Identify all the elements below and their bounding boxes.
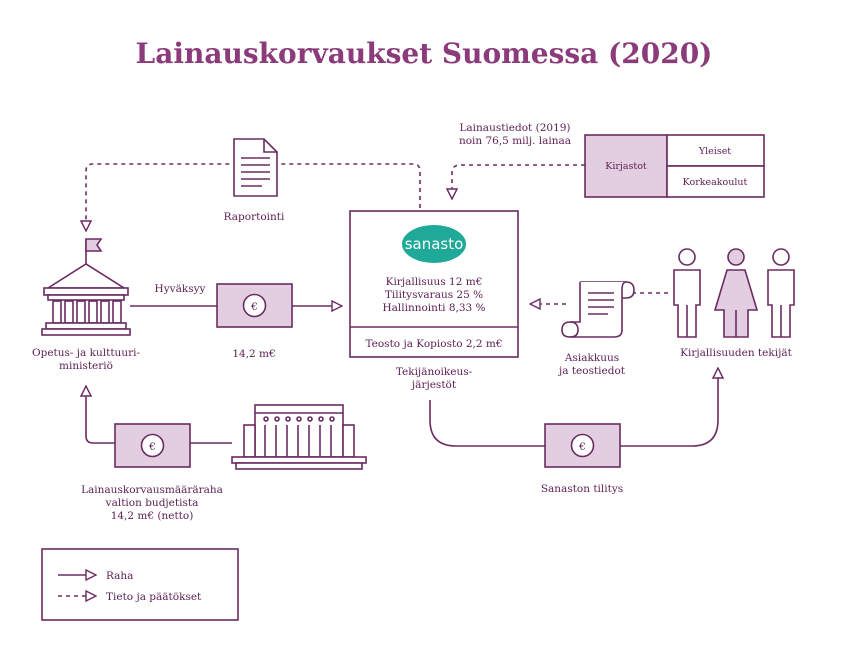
customer-data-line1: Asiakkuus bbox=[564, 352, 619, 364]
sanasto-line2: Tilitysvaraus 25 % bbox=[385, 289, 483, 301]
author-female-icon bbox=[713, 248, 759, 338]
rights-org-line2: järjestöt bbox=[410, 379, 457, 391]
parliament-building-icon bbox=[231, 404, 367, 470]
author-male-icon bbox=[673, 248, 701, 338]
budget-to-ministry-arrow bbox=[86, 386, 232, 444]
budget-label-line2: valtion budjetista bbox=[105, 497, 199, 509]
sanasto-logo bbox=[402, 225, 466, 263]
lending-data-line2: noin 76,5 milj. lainaa bbox=[459, 135, 571, 147]
legend-info-label: Tieto ja päätökset bbox=[106, 591, 202, 603]
euro-symbol: € bbox=[578, 441, 586, 453]
legend bbox=[41, 548, 239, 621]
lending-data-line1: Lainaustiedot (2019) bbox=[459, 122, 570, 134]
authors-label: Kirjallisuuden tekijät bbox=[680, 347, 792, 359]
libraries-table bbox=[584, 134, 765, 198]
sanasto-logo-text: sanasto bbox=[405, 235, 464, 253]
author-male-icon bbox=[767, 248, 795, 338]
ministry-money-amount: 14,2 m€ bbox=[232, 348, 275, 360]
document-icon bbox=[233, 138, 278, 197]
banknote-icon bbox=[544, 423, 621, 468]
sanasto-line3: Hallinnointi 8,33 % bbox=[382, 302, 485, 314]
rights-org-line1: Tekijänoikeus- bbox=[396, 366, 473, 378]
ministry-building-icon bbox=[41, 238, 131, 336]
budget-label-line3: 14,2 m€ (netto) bbox=[111, 510, 194, 522]
scroll-document-icon bbox=[561, 281, 635, 338]
budget-label-line1: Lainauskorvausmääräraha bbox=[81, 484, 223, 496]
lending-data-arrow bbox=[452, 164, 585, 199]
customer-data-line2: ja teostiedot bbox=[557, 365, 626, 377]
libraries-public: Yleiset bbox=[698, 146, 731, 157]
euro-symbol: € bbox=[250, 301, 258, 313]
legend-money-label: Raha bbox=[106, 570, 133, 582]
page-title: Lainauskorvaukset Suomessa (2020) bbox=[136, 37, 713, 70]
ministry-label-line1: Opetus- ja kulttuuri- bbox=[32, 347, 140, 359]
payout-label: Sanaston tilitys bbox=[541, 483, 623, 495]
reporting-label: Raportointi bbox=[224, 211, 285, 223]
sanasto-footer: Teosto ja Kopiosto 2,2 m€ bbox=[365, 338, 502, 350]
banknote-icon bbox=[114, 423, 191, 468]
libraries-academic: Korkeakoulut bbox=[683, 177, 748, 188]
euro-symbol: € bbox=[148, 441, 156, 453]
approves-label: Hyväksyy bbox=[155, 283, 206, 295]
ministry-label-line2: ministeriö bbox=[59, 360, 113, 372]
sanasto-line1: Kirjallisuus 12 m€ bbox=[386, 276, 483, 288]
libraries-label: Kirjastot bbox=[605, 161, 647, 172]
banknote-icon bbox=[216, 283, 293, 328]
